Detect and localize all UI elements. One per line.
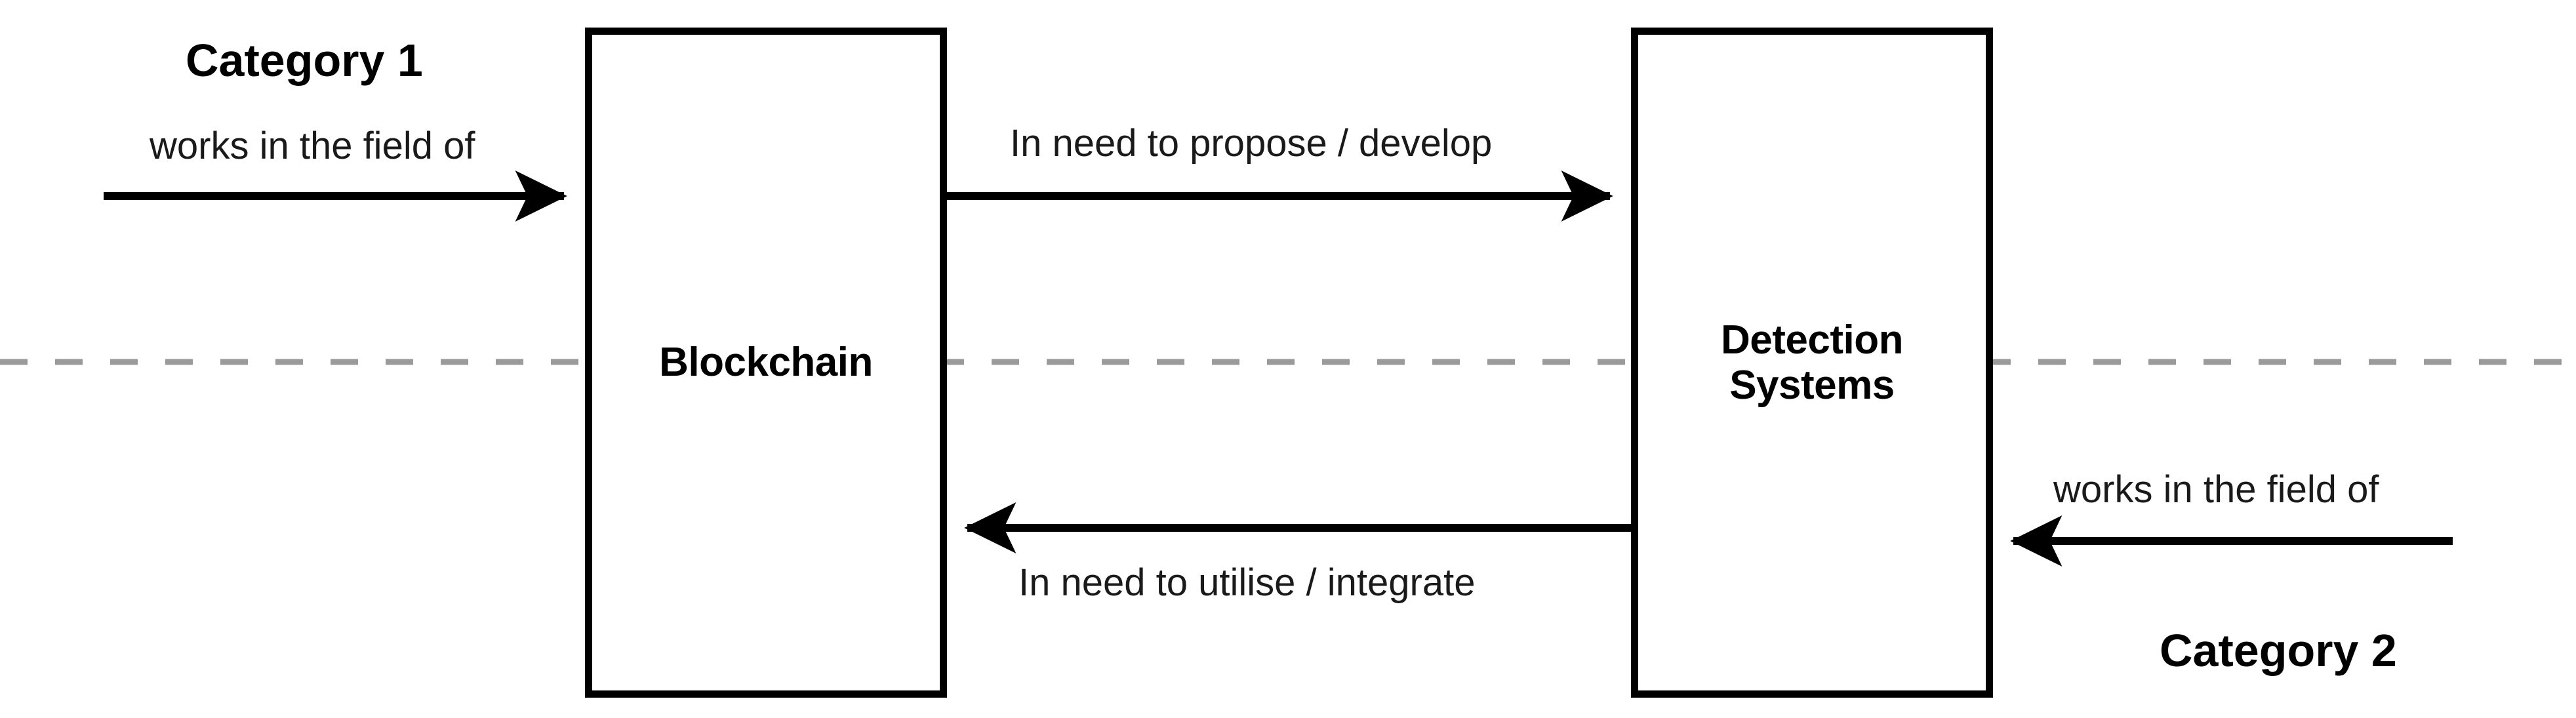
node-box-blockchain[interactable]: Blockchain bbox=[585, 28, 947, 698]
category-label-1: Category 1 bbox=[186, 35, 423, 86]
edge-label-detection-to-blockchain: In need to utilise / integrate bbox=[1018, 561, 1476, 604]
node-box-detection-systems[interactable]: Detection Systems bbox=[1631, 28, 1993, 698]
node-label-blockchain: Blockchain bbox=[659, 340, 873, 386]
node-label-detection-systems: Detection Systems bbox=[1721, 317, 1903, 408]
edge-label-category2-to-detection: works in the field of bbox=[2053, 468, 2379, 511]
edge-label-category1-to-blockchain: works in the field of bbox=[150, 125, 475, 167]
edge-label-blockchain-to-detection: In need to propose / develop bbox=[1010, 122, 1493, 165]
category-label-2: Category 2 bbox=[2160, 625, 2397, 676]
